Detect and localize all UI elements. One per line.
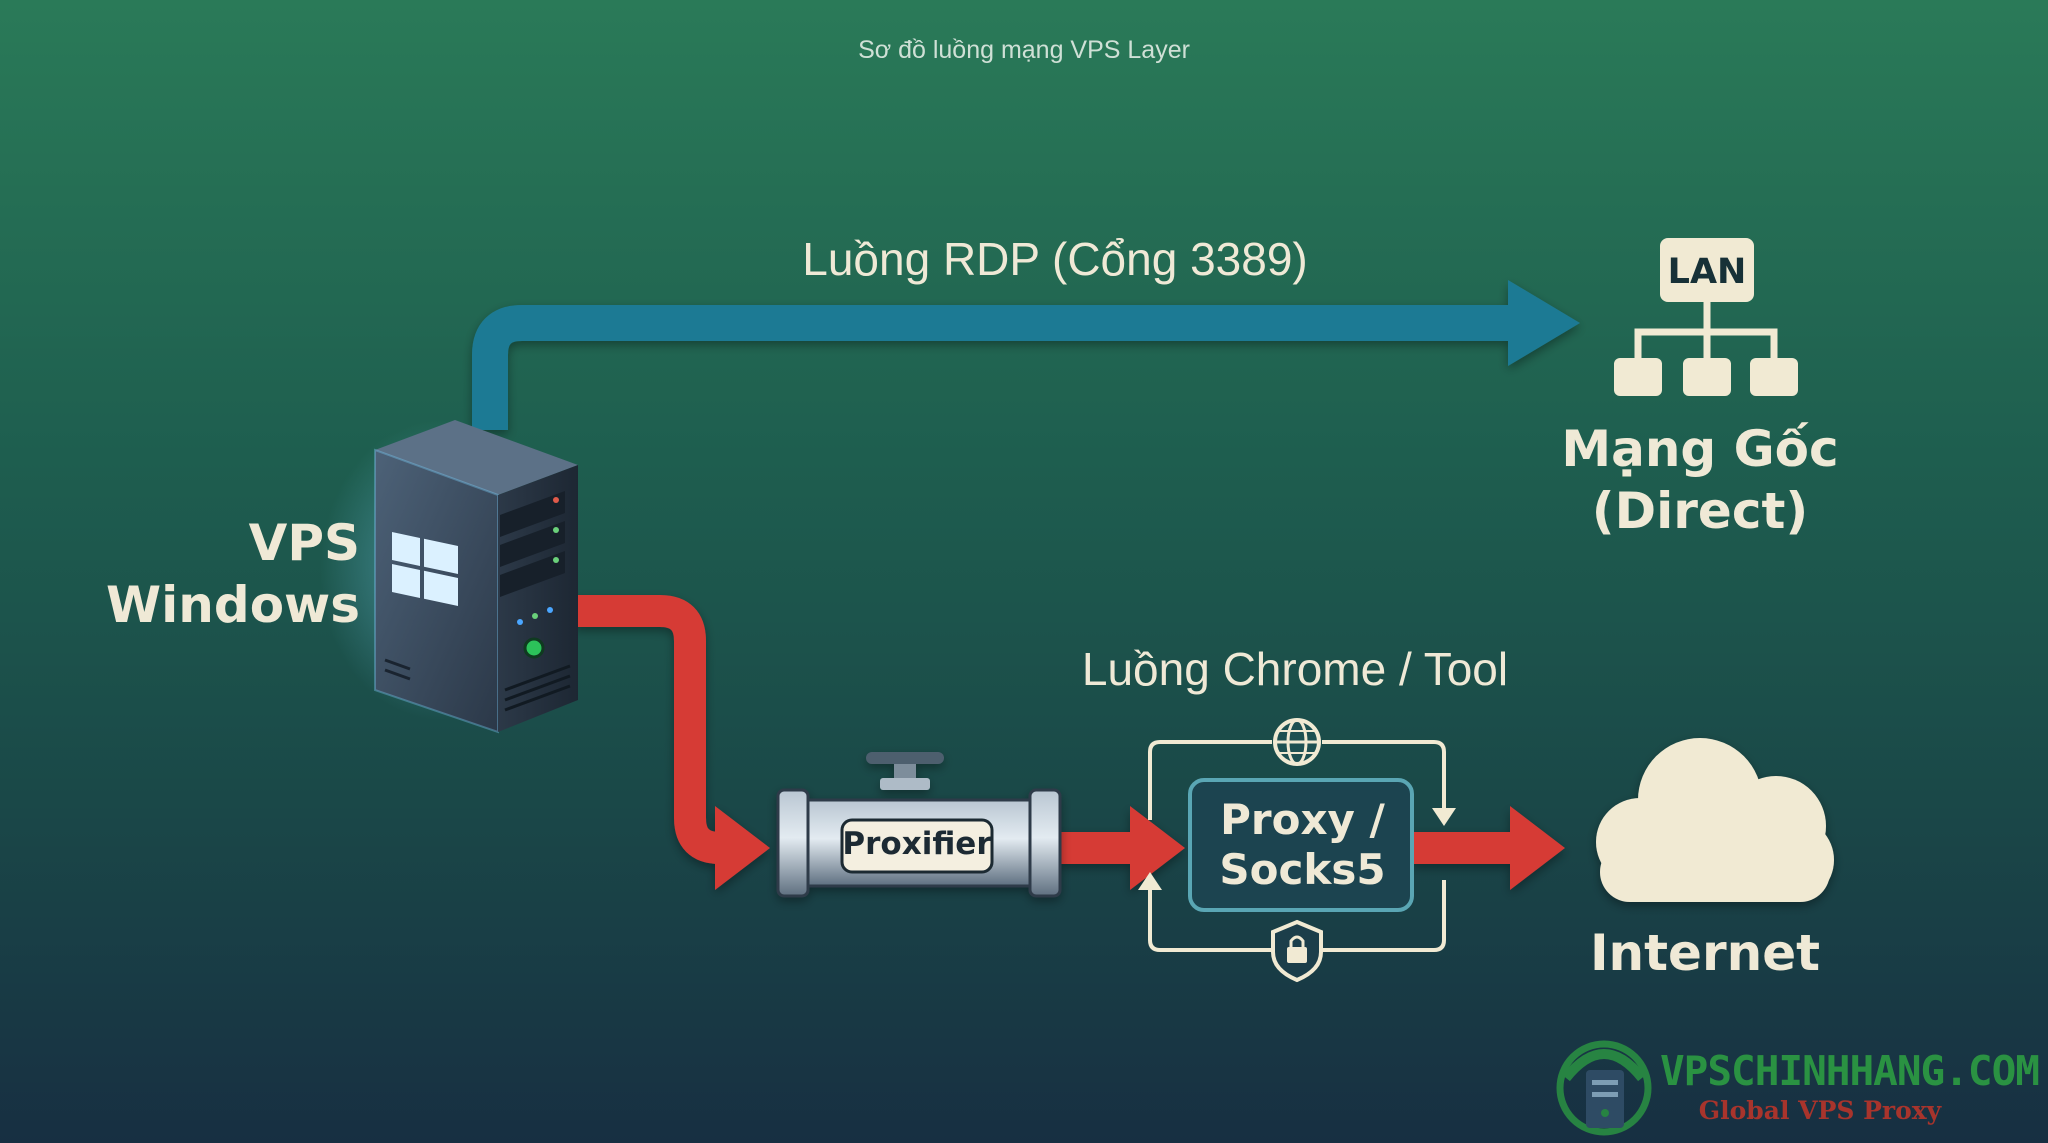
pipe-valve-icon (776, 752, 1062, 898)
diagram-caption: Sơ đồ luồng mạng VPS Layer (858, 36, 1190, 64)
proxy-box (1188, 778, 1414, 912)
lan-badge-label: LAN (1667, 252, 1747, 292)
internet-label: Internet (1589, 924, 1821, 982)
native-network-line2: (Direct) (1591, 482, 1809, 540)
proxy-flow-arrow (575, 595, 1565, 890)
lan-network-icon (1614, 238, 1798, 396)
vps-windows-label: VPS Windows (100, 512, 360, 636)
proxy-socks5-label: Proxy / Socks5 (1195, 795, 1410, 895)
rdp-flow-arrow (472, 280, 1580, 430)
rdp-flow-label: Luồng RDP (Cổng 3389) (802, 233, 1308, 285)
watermark-subtitle: Global VPS Proxy (1698, 1096, 1942, 1125)
watermark-title: VPSCHINHHANG.COM (1660, 1047, 2040, 1095)
brand-logo-icon (1556, 1040, 1652, 1136)
shield-lock-icon (1271, 919, 1323, 983)
native-network-label: Mạng Gốc (Direct) (1550, 418, 1850, 542)
proxifier-label: Proxifier (842, 826, 992, 862)
proxy-loop-frame (1138, 740, 1456, 952)
vps-label-line2: Windows (106, 576, 360, 634)
globe-icon (1273, 718, 1321, 766)
proxy-label-line1: Proxy / (1220, 795, 1385, 844)
native-network-line1: Mạng Gốc (1561, 420, 1839, 478)
vps-label-line1: VPS (248, 514, 360, 572)
cloud-icon (1596, 738, 1834, 902)
chrome-flow-label: Luồng Chrome / Tool (1081, 643, 1509, 695)
windows-logo-icon (392, 532, 458, 607)
proxy-label-line2: Socks5 (1219, 845, 1386, 894)
